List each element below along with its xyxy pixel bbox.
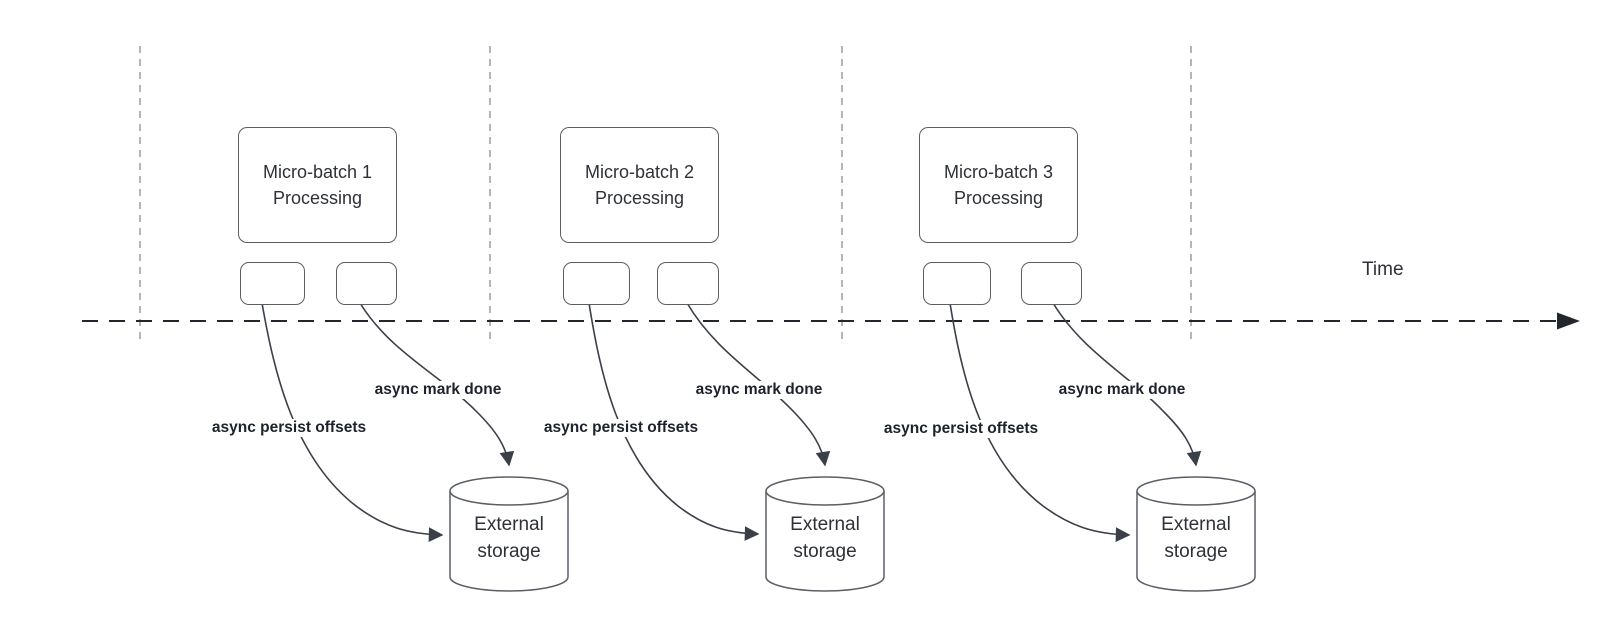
external-storage-label-2: External storage bbox=[790, 514, 860, 562]
mark-done-label-2: async mark done bbox=[692, 381, 826, 399]
persist-offsets-arrow-2 bbox=[588, 302, 760, 541]
offset-task-box-3 bbox=[923, 262, 991, 305]
external-storage-cylinder-3 bbox=[1136, 476, 1256, 592]
micro-batch-box-subtitle: Processing bbox=[594, 188, 685, 208]
micro-batch-box-subtitle: Processing bbox=[272, 188, 363, 208]
offset-task-box-2 bbox=[563, 262, 630, 305]
micro-batch-box-3: Micro-batch 3 Processing bbox=[919, 127, 1078, 243]
time-axis-arrowhead bbox=[1557, 312, 1580, 330]
persist-offsets-label-1: async persist offsets bbox=[208, 419, 370, 437]
micro-batch-box-2: Micro-batch 2 Processing bbox=[560, 127, 719, 243]
mark-done-label-3: async mark done bbox=[1055, 381, 1189, 399]
external-storage-cylinder-1 bbox=[449, 476, 569, 592]
external-storage-label-1: External storage bbox=[474, 514, 544, 562]
done-task-box-1 bbox=[336, 262, 397, 305]
micro-batch-box-title: Micro-batch 2 bbox=[584, 162, 695, 182]
mark-done-arrow-2 bbox=[686, 302, 831, 467]
time-label: Time bbox=[1362, 259, 1404, 280]
micro-batch-box-subtitle: Processing bbox=[953, 188, 1044, 208]
mark-done-label-1: async mark done bbox=[371, 381, 505, 399]
external-storage-label-3: External storage bbox=[1161, 514, 1231, 562]
mark-done-arrow-3 bbox=[1052, 302, 1202, 467]
persist-offsets-label-2: async persist offsets bbox=[540, 419, 702, 437]
external-storage-cylinder-2 bbox=[765, 476, 885, 592]
done-task-box-2 bbox=[657, 262, 719, 305]
offset-task-box-1 bbox=[240, 262, 305, 305]
micro-batch-box-title: Micro-batch 1 bbox=[262, 162, 373, 182]
done-task-box-3 bbox=[1021, 262, 1082, 305]
persist-offsets-arrow-1 bbox=[261, 302, 444, 542]
persist-offsets-arrow-3 bbox=[949, 302, 1131, 542]
mark-done-arrow-1 bbox=[359, 302, 515, 467]
persist-offsets-label-3: async persist offsets bbox=[880, 420, 1042, 438]
micro-batch-box-1: Micro-batch 1 Processing bbox=[238, 127, 397, 243]
micro-batch-box-title: Micro-batch 3 bbox=[943, 162, 1054, 182]
